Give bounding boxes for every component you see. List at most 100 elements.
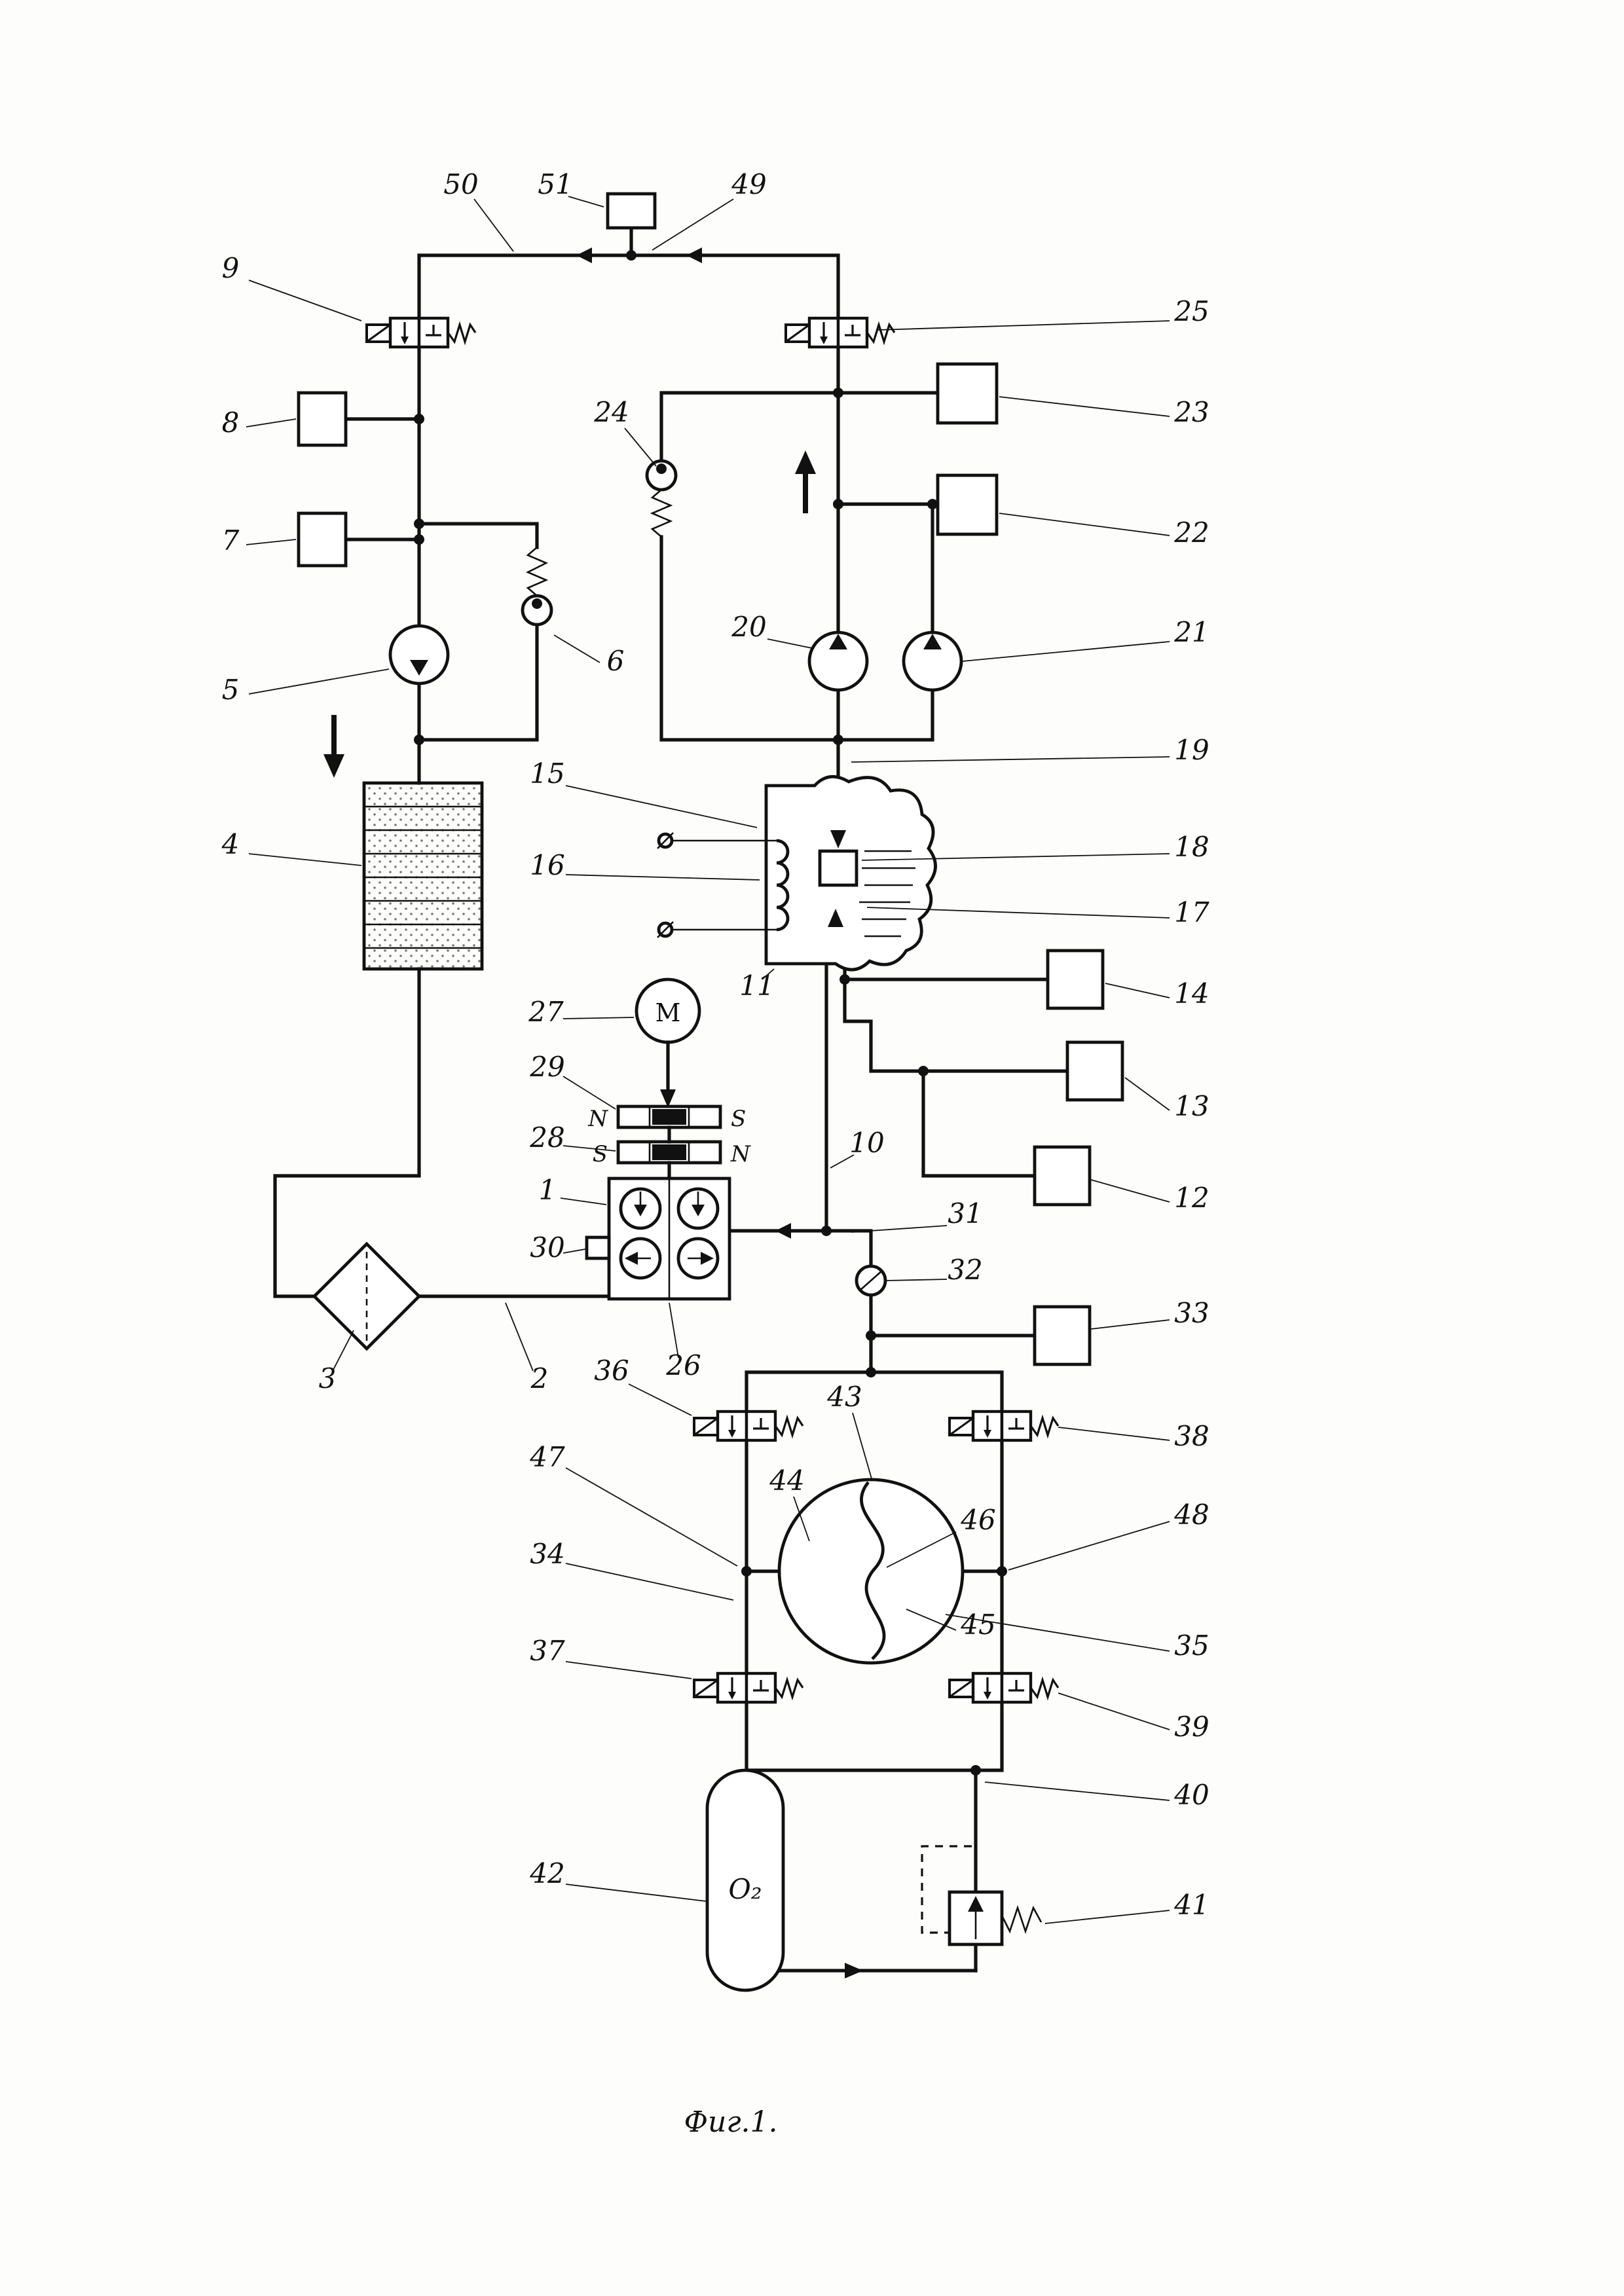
part-label-24: 24	[593, 396, 657, 467]
pump-unit-1	[585, 1176, 731, 1301]
left-main-line	[273, 345, 421, 1298]
solenoid-valve-36	[694, 1412, 803, 1440]
pump21-line	[836, 502, 934, 742]
svg-text:28: 28	[529, 1121, 564, 1154]
svg-text:6: 6	[607, 645, 625, 677]
svg-text:40: 40	[1173, 1779, 1209, 1811]
heater-coil-16	[776, 839, 790, 932]
part-label-11: 11	[739, 968, 775, 1002]
manifold-bottom	[745, 1700, 1004, 1772]
svg-text:17: 17	[1174, 896, 1209, 928]
part-label-6: 6	[553, 634, 625, 677]
part-label-18: 18	[861, 831, 1209, 863]
part-label-34: 34	[530, 1538, 734, 1601]
solenoid-valve-9	[367, 318, 475, 347]
svg-text:1: 1	[539, 1174, 557, 1206]
part-label-29: 29	[529, 1051, 616, 1110]
svg-text:45: 45	[960, 1609, 995, 1641]
part-label-12: 12	[1090, 1179, 1209, 1214]
part-label-8: 8	[222, 407, 297, 439]
part-label-13: 13	[1124, 1077, 1209, 1122]
svg-text:33: 33	[1174, 1297, 1209, 1329]
magnet-coupling-28: S N	[593, 1125, 751, 1180]
svg-text:49: 49	[731, 168, 766, 200]
svg-text:41: 41	[1173, 1889, 1209, 1921]
motor-letter: M	[655, 998, 681, 1027]
part-label-51: 51	[538, 168, 604, 208]
part-label-4: 4	[221, 828, 362, 866]
part-label-5: 5	[222, 668, 390, 706]
component-33	[1033, 1305, 1092, 1366]
svg-text:15: 15	[530, 757, 564, 790]
svg-text:10: 10	[849, 1127, 884, 1159]
part-label-1: 1	[539, 1174, 607, 1206]
bracket-30	[585, 1235, 611, 1260]
part-label-28: 28	[529, 1121, 616, 1154]
part-label-31: 31	[851, 1197, 983, 1233]
flow-arrow-up-icon	[795, 450, 816, 474]
component-23	[936, 362, 999, 425]
oxygen-label: O₂	[728, 1873, 762, 1905]
part-label-20: 20	[731, 611, 813, 649]
membrane-sphere-35	[777, 1478, 965, 1665]
component-8	[297, 391, 348, 447]
part-label-3: 3	[319, 1330, 354, 1394]
component-13	[1065, 1040, 1124, 1102]
svg-text:26: 26	[665, 1349, 701, 1381]
svg-text:46: 46	[960, 1504, 995, 1536]
coil-leads	[672, 839, 777, 931]
svg-text:27: 27	[528, 996, 564, 1028]
svg-text:25: 25	[1173, 295, 1209, 327]
solenoid-valve-25	[786, 318, 895, 347]
svg-text:5: 5	[222, 674, 240, 706]
junction-dots	[414, 250, 1007, 1776]
flow-arrow-left-icon	[576, 247, 592, 263]
svg-text:7: 7	[222, 524, 240, 556]
magnet-letter-n2: N	[730, 1141, 751, 1167]
svg-text:4: 4	[221, 828, 240, 860]
pump-5	[388, 624, 450, 685]
flow-arrow-right-icon	[845, 1963, 863, 1978]
svg-text:12: 12	[1174, 1182, 1209, 1214]
figure-caption: Фиг.1.	[684, 2105, 777, 2139]
pump-21	[902, 630, 963, 692]
check-valve-6	[521, 547, 553, 627]
part-label-39: 39	[1058, 1692, 1209, 1743]
part-label-45: 45	[906, 1609, 996, 1641]
svg-text:24: 24	[593, 396, 629, 428]
part-label-14: 14	[1105, 977, 1209, 1010]
comp12-link	[921, 1069, 1037, 1178]
cooler-4	[362, 781, 484, 971]
svg-text:48: 48	[1173, 1499, 1209, 1531]
inflow-arrow-icon	[830, 830, 846, 848]
pump-unit-outlet	[728, 1229, 873, 1374]
part-label-16: 16	[530, 849, 760, 881]
part-label-50: 50	[443, 168, 514, 252]
magnet-letter-s: S	[731, 1106, 746, 1132]
part-label-48: 48	[1008, 1499, 1209, 1571]
suction-arrow-icon	[828, 909, 843, 927]
component-12	[1033, 1145, 1092, 1207]
svg-text:18: 18	[1174, 831, 1209, 863]
oxygen-tank-42: O₂	[705, 1768, 785, 1992]
liquid-shading	[859, 850, 915, 938]
svg-text:8: 8	[222, 407, 240, 439]
part-label-30: 30	[530, 1231, 586, 1264]
part-label-23: 23	[999, 396, 1209, 428]
svg-text:44: 44	[769, 1465, 804, 1497]
svg-text:34: 34	[530, 1538, 564, 1570]
part-label-27: 27	[528, 996, 635, 1028]
bypass-6-line	[417, 522, 539, 742]
svg-text:20: 20	[731, 611, 766, 643]
suction-box-18	[818, 849, 858, 887]
part-label-21: 21	[962, 616, 1209, 662]
part-label-46: 46	[886, 1504, 996, 1568]
component-7	[297, 511, 348, 568]
filter-3	[312, 1241, 422, 1351]
svg-text:19: 19	[1174, 734, 1209, 766]
component-14	[1046, 949, 1105, 1010]
part-labels: 50 51 49 9 25 8 23 7 24 22 5 6 20 21 4 1…	[221, 168, 1209, 1924]
part-label-26: 26	[665, 1302, 701, 1381]
svg-text:23: 23	[1173, 396, 1209, 428]
